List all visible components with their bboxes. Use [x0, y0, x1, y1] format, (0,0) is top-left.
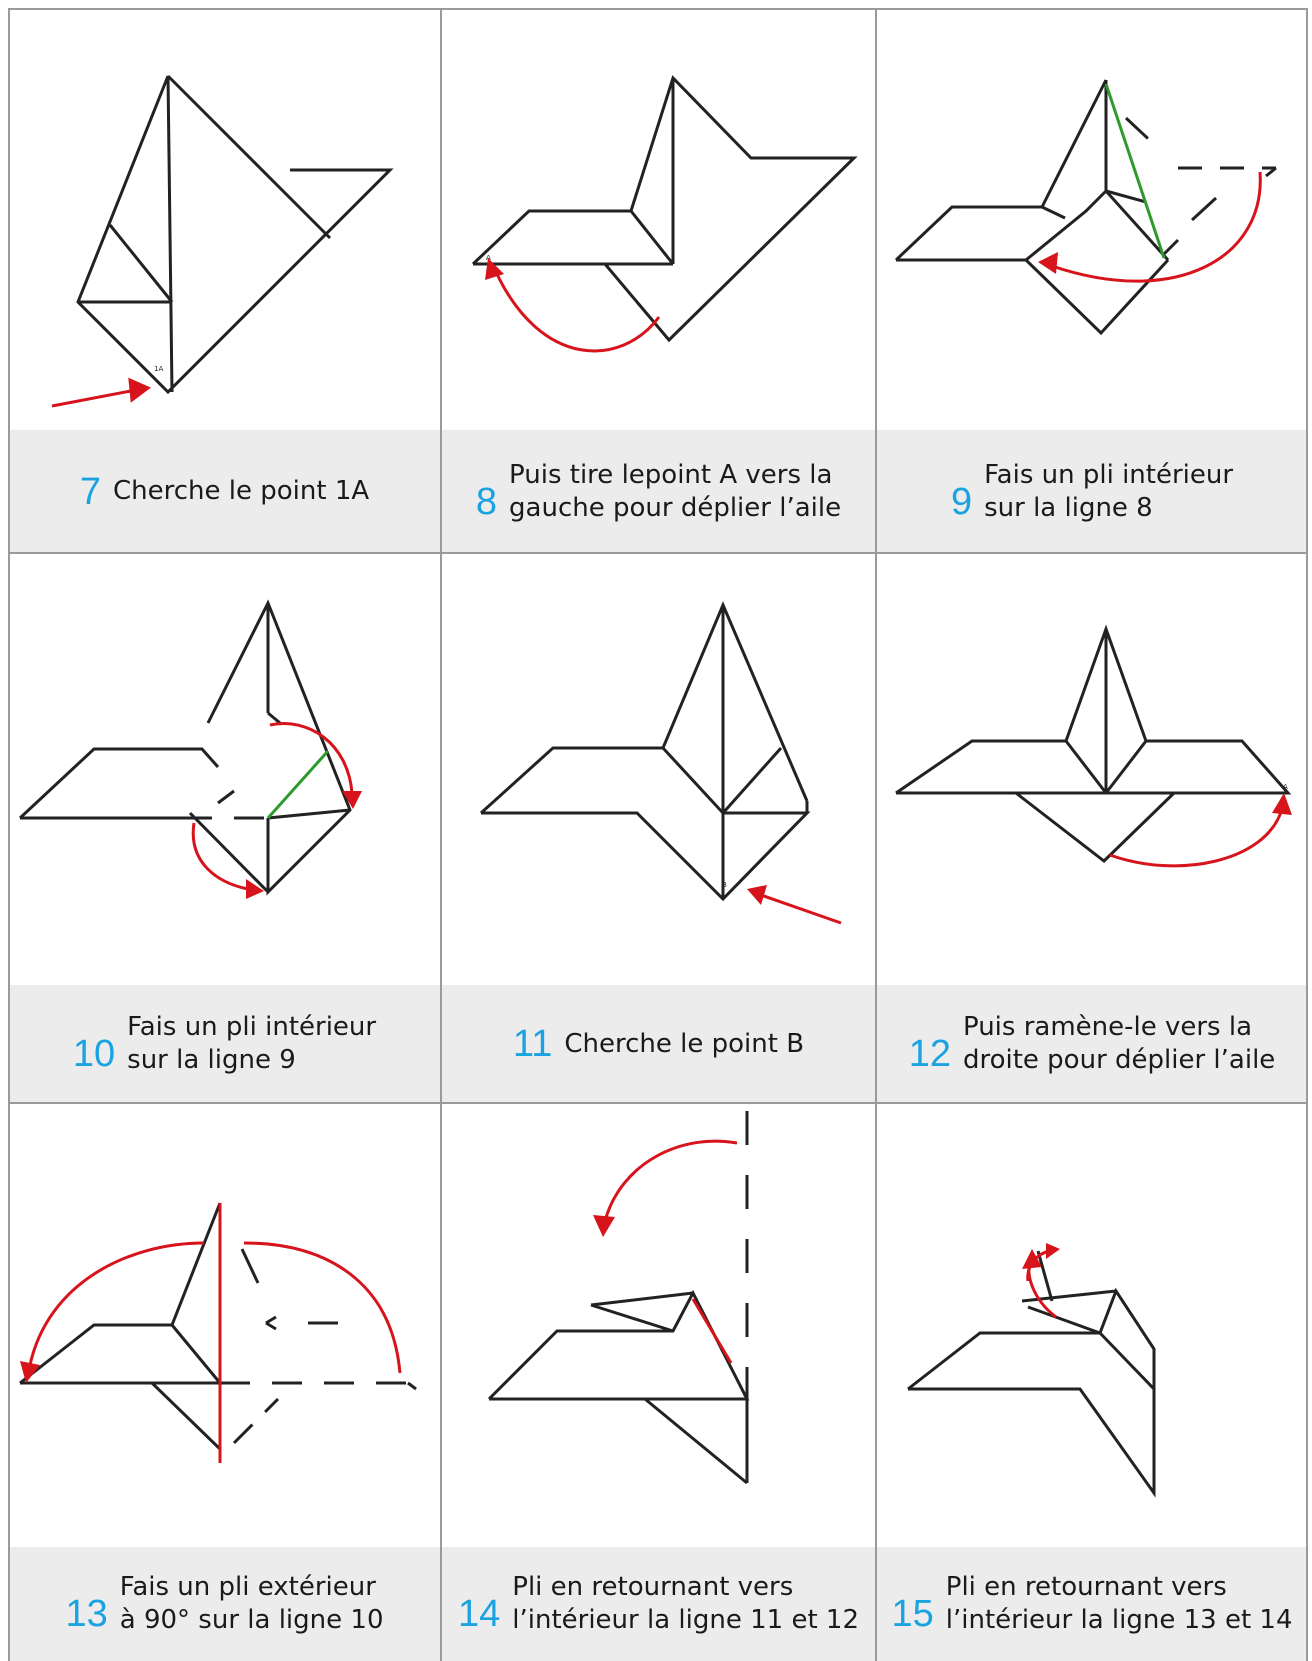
step-12-diagram: A: [895, 624, 1292, 868]
grid-divider-row-2: [8, 1102, 1308, 1104]
point-label-a: A: [486, 254, 491, 262]
step-number: 11: [512, 1023, 553, 1065]
step-number: 12: [908, 1033, 951, 1075]
step-11-diagram: B: [479, 601, 842, 925]
step-number: 7: [79, 470, 101, 513]
step-number: 10: [72, 1033, 116, 1075]
step-15-diagram: [907, 1243, 1156, 1498]
step-14-diagram: [487, 1111, 750, 1485]
grid-border-top: [8, 8, 1308, 10]
grid-border-left: [8, 8, 10, 1661]
step-7-diagram: 1A: [51, 74, 394, 408]
step-number: 15: [891, 1593, 934, 1635]
step-number: 13: [65, 1593, 108, 1635]
step-text: Cherche le point B: [564, 1028, 805, 1059]
step-7: 1A 7 Cherche le point 1A: [8, 8, 441, 553]
step-number: 8: [475, 480, 498, 523]
step-10-diagram: [18, 599, 362, 899]
step-number: 9: [950, 480, 973, 523]
origami-steps-grid: 1A 7 Cherche le point 1A A 8 Puis tir: [8, 8, 1308, 1661]
step-13-diagram: [19, 1202, 417, 1463]
step-number: 14: [457, 1593, 501, 1635]
grid-border-right: [1306, 8, 1308, 1661]
step-11-caption: 11 Cherche le point B: [441, 985, 876, 1103]
step-8-diagram: A: [471, 75, 858, 353]
point-label-a2: A: [1283, 783, 1288, 791]
grid-divider-col-1: [440, 8, 442, 1661]
grid-divider-row-1: [8, 552, 1308, 554]
step-9-diagram: [894, 79, 1277, 336]
grid-divider-col-2: [875, 8, 877, 1661]
step-text: Cherche le point 1A: [112, 476, 370, 506]
step-7-caption: 7 Cherche le point 1A: [8, 430, 441, 553]
step-11: B 11 Cherche le point B: [441, 553, 876, 1103]
point-label-1a: 1A: [154, 365, 163, 373]
point-label-b: B: [722, 881, 727, 889]
